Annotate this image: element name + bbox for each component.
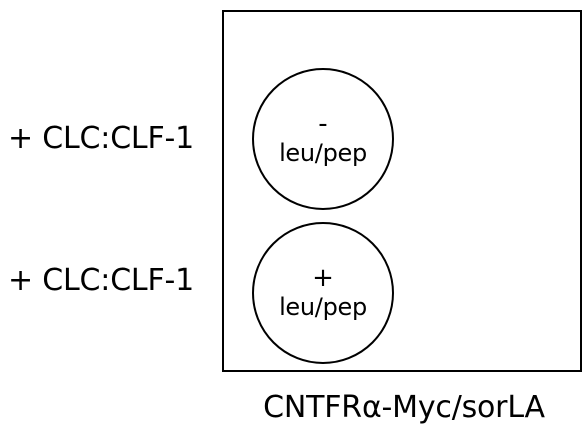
cell-panel-box	[222, 10, 582, 372]
treatment-label-top: leu/pep	[279, 139, 367, 168]
well-circle-top: - leu/pep	[252, 68, 394, 210]
panel-caption: CNTFRα-Myc/sorLA	[263, 390, 545, 425]
row-label-bottom: + CLC:CLF-1	[8, 263, 195, 298]
treatment-sign-top: -	[318, 109, 328, 140]
row-label-top: + CLC:CLF-1	[8, 121, 195, 156]
treatment-sign-bottom: +	[312, 263, 334, 294]
treatment-label-bottom: leu/pep	[279, 293, 367, 322]
well-circle-bottom: + leu/pep	[252, 222, 394, 364]
